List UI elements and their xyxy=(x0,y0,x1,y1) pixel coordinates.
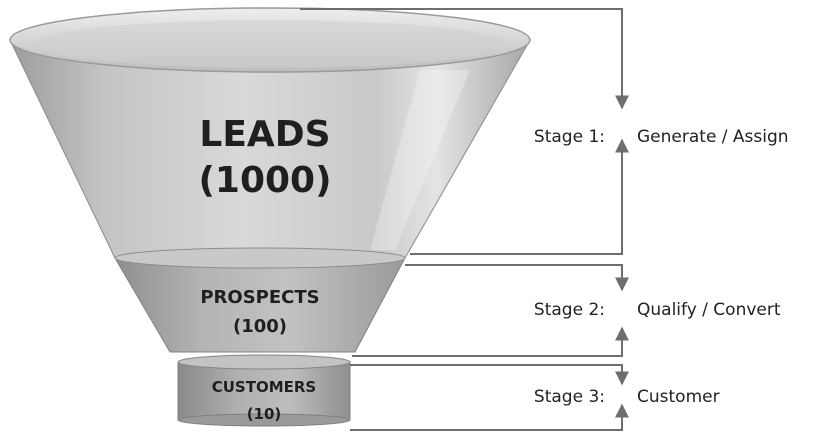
stage-2-label: Stage 2: xyxy=(534,300,605,320)
funnel-level-customers xyxy=(177,354,351,427)
stage-2-action: Qualify / Convert xyxy=(637,300,781,320)
stage-3-bracket xyxy=(350,364,629,431)
stage-1-label: Stage 1: xyxy=(534,127,605,147)
stage-3-action: Customer xyxy=(637,387,720,407)
customers-label: CUSTOMERS xyxy=(212,378,317,396)
customers-count: (10) xyxy=(247,405,282,423)
stage-1-action: Generate / Assign xyxy=(637,127,789,147)
prospects-count: (100) xyxy=(233,316,287,337)
leads-label: LEADS xyxy=(199,114,330,155)
prospects-label: PROSPECTS xyxy=(200,287,319,308)
stage-1-bracket xyxy=(300,8,629,255)
leads-count: (1000) xyxy=(198,160,331,201)
funnel-level-leads xyxy=(9,7,531,259)
stage-3-label: Stage 3: xyxy=(534,387,605,407)
funnel-level-prospects xyxy=(114,247,406,353)
stage-2-bracket xyxy=(352,264,629,357)
